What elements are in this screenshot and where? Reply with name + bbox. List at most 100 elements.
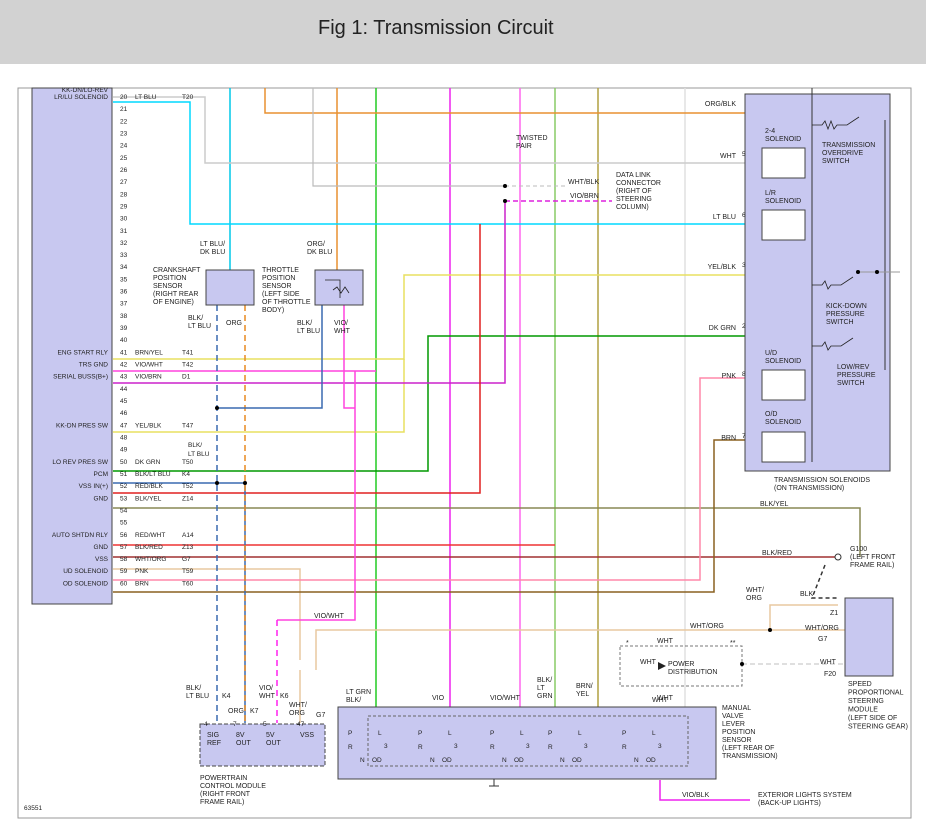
pcm-pin-label: SERIAL BUSS(B+): [53, 374, 108, 381]
throttle-sensor-label: SENSOR: [262, 283, 292, 290]
pcm-pin-number: 54: [120, 507, 128, 514]
wire-vio-brn-pin43: [113, 201, 506, 384]
pcm-wire-color: RED/BLK: [135, 483, 163, 490]
lower-pcm-wire-sig-ref: BLK/: [186, 685, 201, 692]
steering-module-label: (LEFT SIDE OF: [848, 715, 897, 722]
lower-pcm-pin-number: 5: [263, 721, 267, 728]
pcm-pin-number: 52: [120, 483, 128, 490]
pcm-pin-label: TRS GND: [79, 362, 109, 369]
pcm-circuit-code: T59: [182, 568, 194, 575]
pcm-pin-label: VSS IN(+): [79, 483, 108, 490]
pcm-pin-label: VSS: [95, 556, 109, 563]
lower-pcm-pin-number: 47: [297, 721, 305, 728]
power-dist-wht-org: WHT/ORG: [690, 623, 724, 630]
data-link-label: (RIGHT OF: [616, 188, 652, 195]
lower-pcm-code-k6: K6: [280, 693, 289, 700]
steering-module-label: PROPORTIONAL: [848, 690, 904, 697]
solenoid-input-wire: DK GRN: [709, 325, 736, 332]
pcm-label-partial: KK-DN/LO-REV: [62, 87, 109, 94]
lever-pos-n: N: [430, 757, 435, 764]
exterior-lights-label: EXTERIOR LIGHTS SYSTEM: [758, 792, 852, 799]
data-link-label: CONNECTOR: [616, 180, 661, 187]
lever-pos-r: R: [490, 744, 495, 751]
manual-valve-label: MANUAL: [722, 705, 751, 712]
manual-valve-wire: BLK/: [346, 697, 361, 704]
pcm-circuit-code: T41: [182, 349, 194, 356]
pcm-wire-color: RED/WHT: [135, 532, 165, 539]
data-link-wire-wht-blk: WHT/BLK: [568, 179, 599, 186]
throttle-sensor-symbol: [325, 279, 350, 298]
pcm-pin-number: 56: [120, 532, 128, 539]
solenoid-label: SOLENOID: [765, 358, 801, 365]
pcm-pin-number: 23: [120, 130, 128, 137]
power-distribution-arrow: [658, 662, 666, 670]
pcm-wire-color: DK GRN: [135, 459, 161, 466]
steering-module-label: SPEED: [848, 681, 872, 688]
wire-brn-7: [113, 439, 745, 593]
solenoid-input-pin: 6: [742, 212, 746, 219]
pcm-pin-number: 53: [120, 495, 128, 502]
switch-label: SWITCH: [822, 158, 850, 165]
power-dist-star: **: [730, 640, 736, 647]
lower-pcm-code-g7: G7: [316, 712, 325, 719]
splice-dot: [856, 270, 860, 274]
switch-label: PRESSURE: [837, 372, 876, 379]
pcm-pin-number: 40: [120, 337, 128, 344]
pcm-pin-number: 32: [120, 240, 128, 247]
crankshaft-sensor-label: CRANKSHAFT: [153, 267, 201, 274]
splice-dot: [503, 199, 507, 203]
pcm-circuit-code: T42: [182, 362, 194, 369]
kickdown-switch-symbol: [812, 276, 854, 290]
lower-pcm-wire-sig-ref: LT BLU: [186, 693, 209, 700]
wire-blk-lt-blu-pin51: [113, 482, 246, 723]
ground-wire-blk-red: BLK/RED: [762, 550, 792, 557]
pcm-pin-number: 41: [120, 349, 128, 356]
overdrive-switch-symbol: [812, 116, 860, 131]
steering-module-label: MODULE: [848, 707, 878, 714]
data-link-label: COLUMN): [616, 204, 649, 211]
solenoid-box-caption: (ON TRANSMISSION): [774, 485, 844, 492]
pcm-pin-number: 28: [120, 191, 128, 198]
data-link-wire-vio-brn: VIO/BRN: [570, 193, 599, 200]
throttle-sensor-label: BODY): [262, 307, 284, 314]
lever-pos-od: OD: [372, 757, 382, 764]
pcm-pin-number: 38: [120, 313, 128, 320]
pcm-pin-label: GND: [94, 544, 109, 551]
lower-pcm-pin-number: 4: [204, 721, 208, 728]
pcm-circuit-code: K4: [182, 471, 190, 478]
splice-dot: [503, 184, 507, 188]
frame-border: [17, 87, 912, 819]
pcm-pin-number: 51: [120, 471, 128, 478]
manual-valve-label: SENSOR: [722, 737, 752, 744]
switch-label: SWITCH: [826, 319, 854, 326]
lower-pcm-title: POWERTRAIN: [200, 775, 247, 782]
lower-pcm-pin-name: REF: [207, 740, 221, 747]
pcm-pin-number: 20: [120, 94, 128, 101]
pcm-circuit-code: T47: [182, 422, 194, 429]
lever-pos-r: R: [418, 744, 423, 751]
splice-dot: [875, 270, 879, 274]
lower-pcm-pin-name: 5V: [266, 732, 275, 739]
pcm-pin-number: 30: [120, 216, 128, 223]
data-link-label: DATA LINK: [616, 172, 651, 179]
pcm-pin-number: 29: [120, 203, 128, 210]
twisted-pair-label: TWISTED: [516, 135, 548, 142]
lower-pcm-pin-name: 8V: [236, 732, 245, 739]
solenoid-label: O/D: [765, 411, 777, 418]
wire-yel-blk-3: [113, 274, 745, 360]
throttle-sensor-label: THROTTLE: [262, 267, 299, 274]
ground-g100-node: [834, 553, 842, 561]
pcm-wire-color: VIO/BRN: [135, 374, 162, 381]
solenoid-input-wire: WHT: [720, 153, 737, 160]
steering-f20-code: F20: [824, 671, 836, 678]
lower-pcm-wire-vss: ORG: [289, 710, 305, 717]
pcm-wire-color: BRN: [135, 580, 149, 587]
solenoid-input-wire: PNK: [722, 373, 737, 380]
pcm-wire-color: VIO/WHT: [135, 362, 163, 369]
wire-blk-z1: [810, 564, 838, 599]
lever-pos-3: 3: [526, 743, 530, 750]
pcm-circuit-code: Z13: [182, 544, 194, 551]
lever-pos-3: 3: [584, 743, 588, 750]
manual-valve-label: (LEFT REAR OF: [722, 745, 774, 752]
